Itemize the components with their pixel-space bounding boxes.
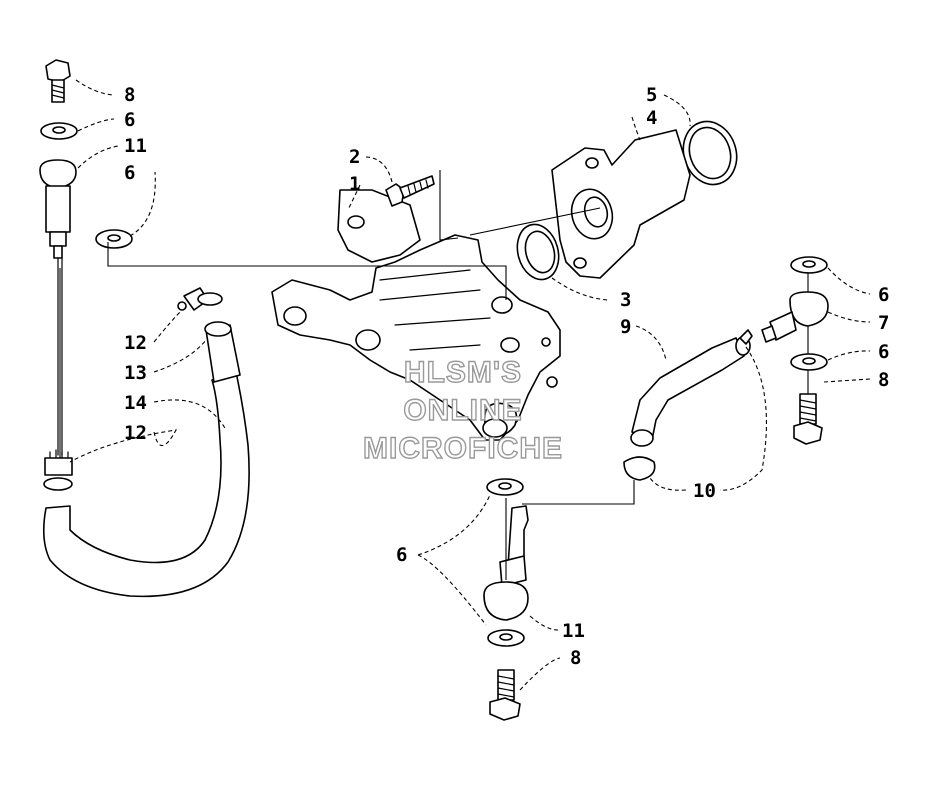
callout-4: 4 (646, 107, 657, 129)
left-banjo-bolt (45, 59, 71, 103)
callout-14: 14 (124, 392, 147, 414)
callout-leaders (69, 79, 871, 691)
o-ring-small (516, 223, 560, 281)
right-washer-top (790, 256, 828, 274)
right-washer-bottom (790, 353, 828, 371)
connection-lines (59, 170, 809, 580)
callout-8-bottom: 8 (570, 647, 581, 669)
callout-1: 1 (349, 173, 360, 195)
oil-hose-small (630, 336, 751, 447)
pump-screw (385, 175, 435, 207)
callout-6-bottom: 6 (396, 544, 407, 566)
watermark-line-2: ONLINE (403, 394, 522, 427)
callout-2: 2 (349, 146, 360, 168)
left-banjo-fitting (39, 159, 77, 259)
left-oil-line (57, 257, 63, 456)
callout-7: 7 (878, 312, 889, 334)
callout-5: 5 (646, 84, 657, 106)
hose-clamp-top (177, 287, 223, 311)
callout-8-right: 8 (878, 369, 889, 391)
callout-9: 9 (620, 316, 631, 338)
callout-numbers: 8 6 11 6 2 1 5 4 3 9 6 7 6 8 12 13 14 12… (124, 84, 889, 669)
callout-6-top: 6 (124, 109, 135, 131)
clamp-small (623, 329, 753, 481)
callout-13: 13 (124, 362, 147, 384)
filter-housing (551, 129, 691, 279)
washer-mid-left (95, 229, 133, 249)
callout-6-right-bottom: 6 (878, 341, 889, 363)
left-clamp (43, 449, 73, 491)
callout-8-top: 8 (124, 84, 135, 106)
o-ring-large (682, 120, 738, 186)
bottom-washer-bottom (487, 629, 525, 647)
callout-12-top: 12 (124, 332, 147, 354)
callout-10: 10 (693, 480, 716, 502)
bottom-banjo-bolt (489, 669, 521, 721)
callout-11-bottom: 11 (562, 620, 585, 642)
right-banjo-fitting (761, 291, 829, 343)
callout-3: 3 (620, 289, 631, 311)
callout-12-bottom: 12 (124, 422, 147, 444)
oil-hose-large (42, 321, 250, 598)
callout-6-mid-left: 6 (124, 162, 135, 184)
watermark-line-1: HLSM'S (404, 356, 522, 389)
left-washer-top (40, 122, 78, 140)
right-banjo-bolt (793, 393, 823, 445)
bottom-washer-top (486, 478, 524, 496)
oil-pump-body (271, 189, 561, 441)
callout-11-top: 11 (124, 135, 147, 157)
watermark-line-3: MICROFICHE (363, 432, 563, 465)
watermark: HLSM'S ONLINE MICROFICHE (362, 355, 563, 465)
callout-6-right-top: 6 (878, 284, 889, 306)
